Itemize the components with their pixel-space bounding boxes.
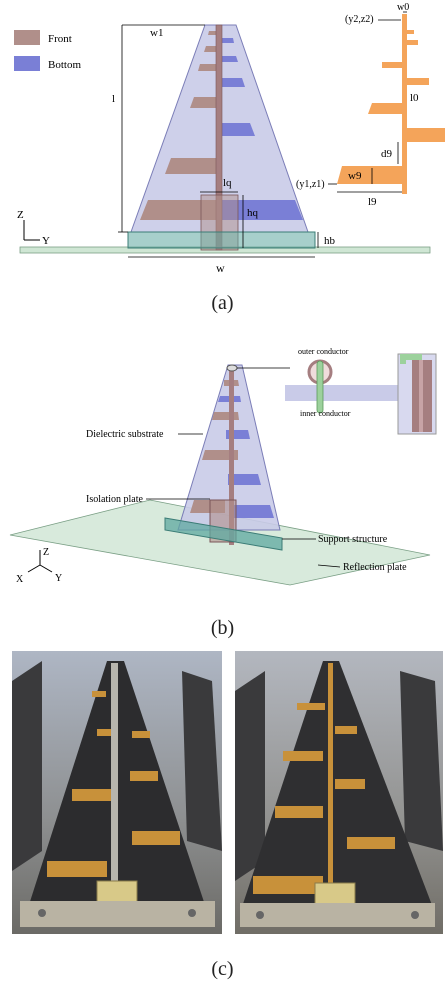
legend-bottom-label: Bottom xyxy=(48,59,81,71)
label-support-structure: Support structure xyxy=(318,534,388,545)
antenna-photo-front xyxy=(12,651,222,934)
bottom-arm xyxy=(222,38,234,43)
front-arm xyxy=(208,31,218,35)
bottom-arm xyxy=(222,78,245,87)
dim-w9: w9 xyxy=(348,170,362,182)
connector-head xyxy=(226,364,238,372)
bottom-arm xyxy=(222,200,303,220)
legend-front-swatch xyxy=(14,30,40,45)
label-inner-conductor: inner conductor xyxy=(300,409,351,418)
bottom-arm xyxy=(222,123,255,136)
caption-b: (b) xyxy=(210,617,235,639)
inset-substrate xyxy=(285,385,405,401)
point-y1z1: (y1,z1) xyxy=(296,179,325,190)
point-y2z2: (y2,z2) xyxy=(345,14,374,25)
support-structure xyxy=(127,231,316,249)
dim-w1: w1 xyxy=(150,27,163,39)
dim-d9: d9 xyxy=(381,148,393,160)
feed-detail xyxy=(337,14,445,194)
dim-l: l xyxy=(112,93,115,105)
dim-l9: l9 xyxy=(368,196,377,208)
label-reflection-plate: Reflection plate xyxy=(343,562,407,573)
legend-front-label: Front xyxy=(48,33,72,45)
dim-w: w xyxy=(216,261,225,275)
bottom-arm xyxy=(222,56,238,62)
inner-conductor-pin xyxy=(316,360,324,414)
label-isolation-plate: Isolation plate xyxy=(86,494,143,505)
dim-w0: w0 xyxy=(397,2,409,13)
support-structure xyxy=(164,517,283,551)
feed-line xyxy=(229,365,234,545)
label-outer-conductor: outer conductor xyxy=(298,347,349,356)
caption-a: (a) xyxy=(211,292,234,314)
axis-x-label: X xyxy=(16,574,24,585)
axis-z-label: Z xyxy=(43,547,49,558)
dim-lq: lq xyxy=(223,177,232,189)
axis-y-label: Y xyxy=(55,573,62,584)
legend-bottom-swatch xyxy=(14,56,40,71)
axis-y-label: Y xyxy=(42,235,50,247)
panel-b-diagram: outer conductor inner conductor Dielectr… xyxy=(9,347,437,586)
axis-z-label: Z xyxy=(17,209,24,221)
dim-l0: l0 xyxy=(410,92,419,104)
front-arm xyxy=(190,97,218,108)
dipole-arms xyxy=(140,31,303,220)
front-arm xyxy=(204,46,218,52)
front-arm xyxy=(140,200,218,220)
label-dielectric-substrate: Dielectric substrate xyxy=(86,429,164,440)
dim-hq: hq xyxy=(247,207,259,219)
caption-c: (c) xyxy=(211,958,234,980)
panel-a-diagram: Front Bottom w1 l lq hq hb w xyxy=(14,2,445,275)
front-arm xyxy=(198,64,218,71)
antenna-photo-back xyxy=(235,651,443,934)
dim-hb: hb xyxy=(324,235,336,247)
front-arm xyxy=(165,158,218,174)
